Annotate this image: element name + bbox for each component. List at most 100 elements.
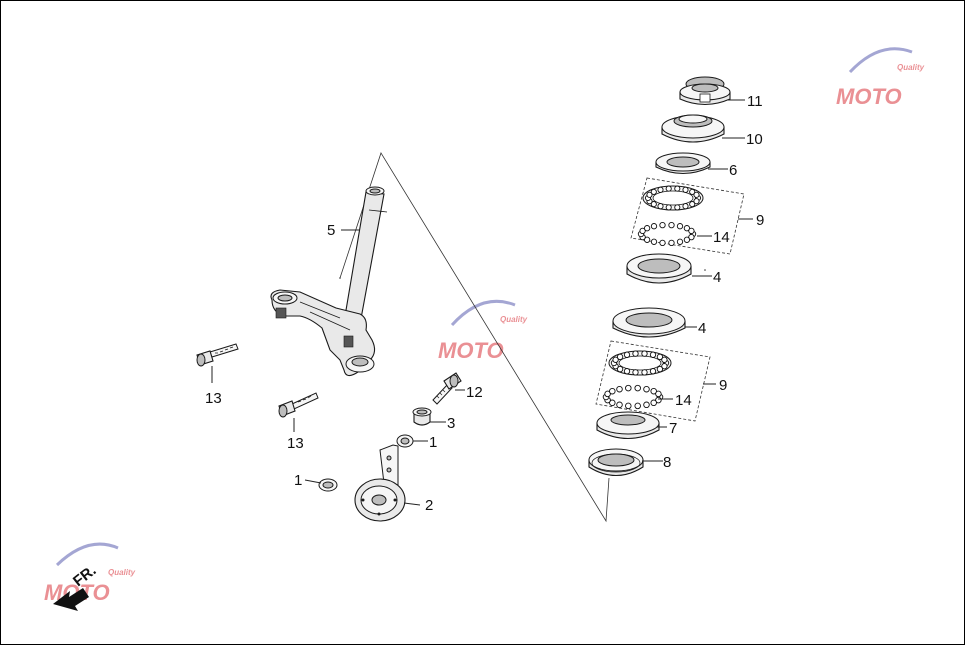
part-11-lock-nut <box>679 76 731 106</box>
steel-ball <box>609 399 616 407</box>
steel-ball <box>643 401 650 409</box>
steel-ball <box>683 225 691 232</box>
part-13-bolt-lower <box>278 392 319 418</box>
part-10-adjusting-nut <box>661 114 725 143</box>
steel-ball <box>656 353 664 361</box>
steel-ball <box>625 402 632 410</box>
steel-ball <box>682 203 689 210</box>
steel-ball <box>649 351 657 358</box>
steel-ball <box>625 384 632 392</box>
steel-ball <box>623 351 631 358</box>
watermark-top-right: MOTO Quality <box>836 47 925 109</box>
steel-ball <box>693 191 700 198</box>
callout-10: 10 <box>746 131 763 148</box>
steel-ball <box>632 369 639 376</box>
watermark-subtext: Quality <box>500 315 528 324</box>
callout-14-lower: 14 <box>675 392 692 409</box>
callout-13-lower: 13 <box>287 435 304 452</box>
watermark-subtext: Quality <box>108 568 136 577</box>
part-6-top-race <box>655 152 711 175</box>
callout-1-upper: 1 <box>429 434 437 451</box>
steel-ball <box>612 356 619 363</box>
steel-ball <box>650 399 657 407</box>
part-5-steering-stem <box>270 186 388 377</box>
steel-ball <box>659 239 666 247</box>
part-3-collar <box>412 407 432 426</box>
callout-11: 11 <box>747 93 763 110</box>
steel-ball <box>650 201 657 208</box>
callout-14-upper: 14 <box>713 229 730 246</box>
steel-ball <box>661 363 668 370</box>
steel-ball <box>683 236 691 243</box>
callout-7: 7 <box>669 420 677 437</box>
part-8-dust-seal <box>588 448 644 477</box>
callout-9-lower: 9 <box>719 377 727 394</box>
callout-3: 3 <box>447 415 455 432</box>
callout-5: 5 <box>327 222 335 239</box>
steel-ball <box>657 203 664 210</box>
steel-ball <box>616 353 624 361</box>
callout-4-lower: 4 <box>698 320 706 337</box>
steel-ball <box>646 191 653 198</box>
part-4-upper-race <box>626 253 706 284</box>
part-14-upper-steel-balls <box>637 221 697 247</box>
upper-ball-retainer <box>642 185 704 211</box>
steel-ball <box>676 223 684 230</box>
steel-ball <box>604 390 611 398</box>
watermark-text: MOTO <box>438 338 504 363</box>
steel-ball <box>668 221 675 229</box>
steel-ball <box>689 201 696 208</box>
part-14-lower-steel-balls <box>602 384 664 410</box>
steel-ball <box>616 365 624 373</box>
steel-ball <box>655 390 662 398</box>
steel-ball <box>650 238 658 245</box>
watermark-center: MOTO Quality <box>438 299 528 363</box>
callout-13-upper: 13 <box>205 390 222 407</box>
part-13-bolt-upper <box>196 343 239 367</box>
steel-ball <box>616 401 623 409</box>
steel-ball <box>643 236 651 243</box>
callout-1-lower: 1 <box>294 472 302 489</box>
part-9-upper-bearing-group-box <box>630 177 745 255</box>
steel-ball <box>693 198 700 205</box>
watermark-subtext: Quality <box>897 63 925 72</box>
part-12-bolt <box>432 372 462 405</box>
steel-ball <box>688 227 695 235</box>
callout-8: 8 <box>663 454 671 471</box>
steel-ball <box>643 225 651 232</box>
steel-ball <box>665 185 672 192</box>
steel-ball <box>674 185 681 192</box>
steel-ball <box>682 186 689 193</box>
steel-ball <box>634 384 641 392</box>
steel-ball <box>665 204 672 211</box>
steel-ball <box>634 402 641 410</box>
callout-12: 12 <box>466 384 483 401</box>
part-1-washer-lower <box>318 478 338 492</box>
steel-ball <box>650 188 657 195</box>
steel-ball <box>657 186 664 193</box>
steel-ball <box>643 385 650 393</box>
steel-ball <box>689 188 696 195</box>
steel-ball <box>639 227 646 235</box>
steel-ball <box>659 221 666 229</box>
part-9-lower-bearing-group-box <box>595 340 711 422</box>
steel-ball <box>668 239 675 247</box>
steel-ball <box>609 387 616 395</box>
steel-ball <box>656 365 664 373</box>
part-2-horn <box>354 444 406 522</box>
callout-2: 2 <box>425 497 433 514</box>
callout-4-upper: 4 <box>713 269 721 286</box>
steel-ball <box>641 369 648 376</box>
part-4-lower-race <box>612 307 686 338</box>
steel-ball <box>676 238 684 245</box>
steel-ball <box>661 356 668 363</box>
part-7-lower-race <box>596 411 660 439</box>
steel-ball <box>650 387 657 395</box>
steel-ball <box>632 350 639 357</box>
callout-6: 6 <box>729 162 737 179</box>
part-1-washer-upper <box>396 434 414 448</box>
steel-ball <box>650 223 658 230</box>
callout-9-upper: 9 <box>756 212 764 229</box>
steel-ball <box>616 385 623 393</box>
